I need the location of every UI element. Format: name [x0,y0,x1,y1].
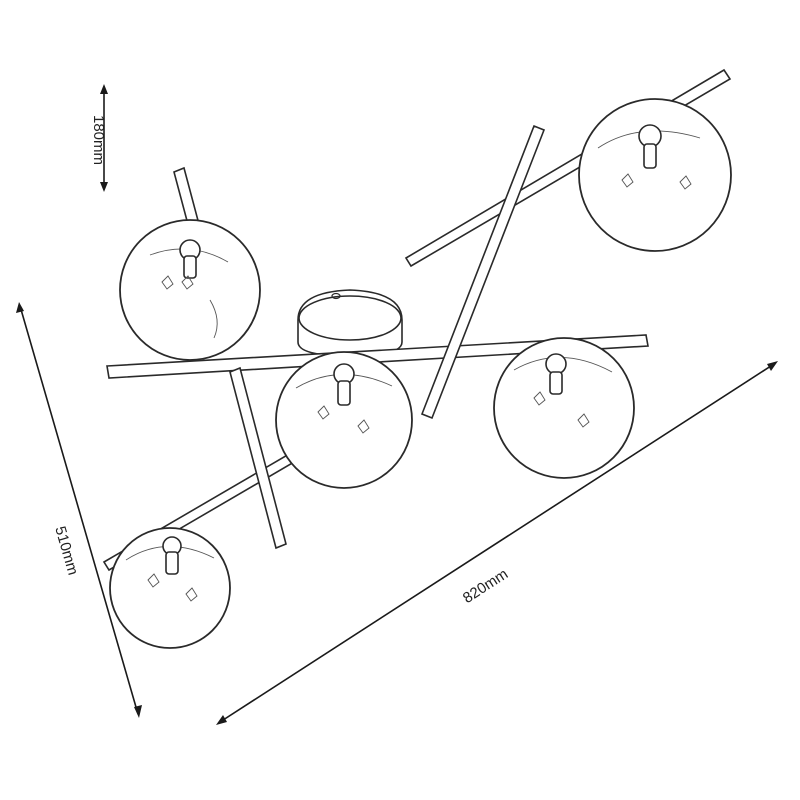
rod-horizontal [106,334,649,379]
globe-middle-right [493,337,635,479]
ceiling-lamp [102,68,732,649]
rod-lower-cross [229,366,287,550]
ceiling-canopy [297,289,403,357]
length-label: 820mm [460,565,511,607]
rod-steep-center [420,124,546,420]
globe-upper-left [119,219,261,361]
height-label: 180mm [90,115,107,165]
globe-center [275,351,413,489]
globe-lower-left [109,527,231,649]
globe-upper-right [578,98,732,252]
height-dimension: 180mm [90,84,108,192]
depth-label: 510mm [51,524,81,577]
